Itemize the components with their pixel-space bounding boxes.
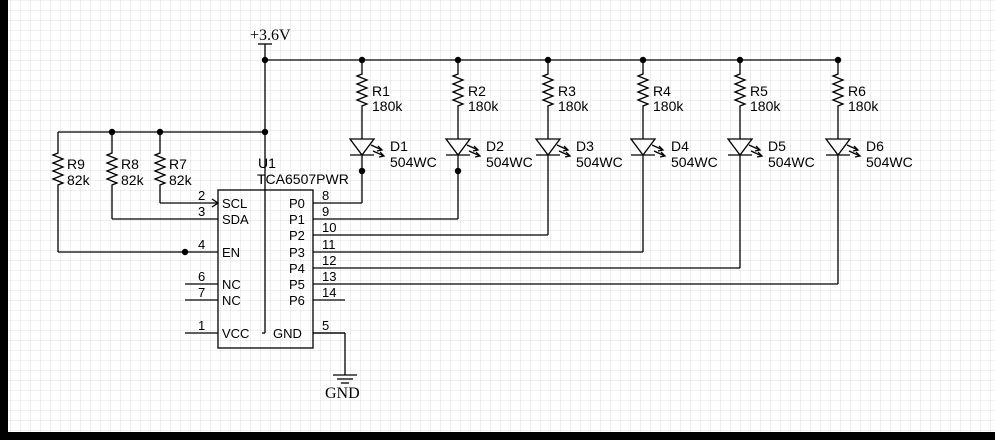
led-emission-arrows — [846, 144, 862, 158]
pullup-resistor-r8 — [105, 147, 119, 191]
led-ref: D2 — [486, 138, 504, 154]
led-emission-arrows — [370, 144, 386, 158]
led-ref: D6 — [866, 138, 884, 154]
led-resistor-r5 — [733, 68, 747, 112]
ic-pin-name: P4 — [289, 261, 305, 276]
resistor-ref: R4 — [653, 83, 671, 99]
led-junction — [454, 167, 462, 175]
ic-pin-number: 9 — [322, 204, 329, 219]
led-value: 504WC — [671, 154, 718, 170]
led-resistor-r6 — [831, 68, 845, 112]
ic-pin-name: GND — [273, 326, 302, 341]
ic-pin-name: NC — [222, 277, 241, 292]
led-d2 — [444, 138, 472, 157]
grid — [8, 0, 995, 432]
led-junction — [358, 167, 366, 175]
led-ref: D5 — [768, 138, 786, 154]
led-resistor-r2 — [451, 68, 465, 112]
led-ref: D1 — [390, 138, 408, 154]
ic-pin-name: VCC — [222, 326, 249, 341]
resistor-ref: R2 — [468, 83, 486, 99]
resistor-value: 180k — [558, 98, 589, 114]
led-emission-arrows — [556, 144, 572, 158]
led-d4 — [629, 138, 657, 157]
led-channels: R1180kD1504WCR2180kD2504WCR3180kD3504WCR… — [345, 56, 913, 285]
ic-part: TCA6507PWR — [257, 171, 349, 187]
ground-symbol — [313, 332, 357, 384]
ic-pin-name: SCL — [222, 196, 247, 211]
pullup-resistor-r7 — [153, 147, 167, 191]
pullup-ref: R9 — [67, 156, 85, 172]
ic-body — [217, 189, 314, 349]
ic-pin-number: 7 — [198, 285, 205, 300]
led-value: 504WC — [486, 154, 533, 170]
ic-pin-name: P6 — [289, 293, 305, 308]
led-emission-arrows — [748, 144, 764, 158]
en-junction — [181, 248, 189, 256]
led-ref: D4 — [671, 138, 689, 154]
led-d3 — [534, 138, 562, 157]
ic-pin-number: 5 — [322, 318, 329, 333]
resistor-value: 180k — [750, 98, 781, 114]
ic-pin-number: 12 — [322, 253, 336, 268]
scl-input-arrow — [211, 198, 220, 208]
resistor-value: 180k — [372, 98, 403, 114]
pullup-value: 82k — [169, 172, 193, 188]
pullup-ref: R7 — [169, 156, 187, 172]
pullup-ref: R8 — [121, 156, 139, 172]
resistor-ref: R5 — [750, 83, 768, 99]
ic-pin-number: 13 — [322, 269, 336, 284]
led-ref: D3 — [576, 138, 594, 154]
ic-pin-number: 3 — [198, 204, 205, 219]
ic-pin-number: 2 — [198, 188, 205, 203]
ic-pin-name: SDA — [222, 212, 249, 227]
led-d5 — [726, 138, 754, 157]
pullup-value: 82k — [67, 172, 91, 188]
led-emission-arrows — [466, 144, 482, 158]
ic-pin-name: P5 — [289, 277, 305, 292]
ic-pin-name: P0 — [289, 196, 305, 211]
led-resistor-r4 — [636, 68, 650, 112]
ic-pin-number: 1 — [198, 318, 205, 333]
ic-pin-number: 10 — [322, 220, 336, 235]
ic-pin-name: P3 — [289, 245, 305, 260]
led-value: 504WC — [390, 154, 437, 170]
led-resistor-r3 — [541, 68, 555, 112]
resistor-ref: R1 — [372, 83, 390, 99]
resistor-value: 180k — [468, 98, 499, 114]
ic-pin-number: 4 — [198, 237, 205, 252]
power-label: +3.6V — [250, 27, 291, 44]
ic-pin-name: EN — [222, 245, 240, 260]
pullup-value: 82k — [121, 172, 145, 188]
led-d1 — [348, 138, 376, 157]
resistor-value: 180k — [653, 98, 684, 114]
led-value: 504WC — [576, 154, 623, 170]
pullup-resistor-r9 — [51, 147, 65, 191]
led-emission-arrows — [651, 144, 667, 158]
ic-pin-number: 6 — [198, 269, 205, 284]
resistor-ref: R3 — [558, 83, 576, 99]
ic-pin-number: 8 — [322, 188, 329, 203]
ic-pin-name: P1 — [289, 212, 305, 227]
led-value: 504WC — [768, 154, 815, 170]
ic-pin-number: 11 — [322, 237, 336, 252]
ic-ref: U1 — [258, 155, 276, 171]
ic-pins: 2SCL3SDA4EN6NC7NC1VCC8P09P110P211P312P41… — [185, 188, 345, 341]
ic-pin-number: 14 — [322, 285, 336, 300]
led-resistor-r1 — [355, 68, 369, 112]
led-d6 — [824, 138, 852, 157]
led-value: 504WC — [866, 154, 913, 170]
ic-pin-name: P2 — [289, 228, 305, 243]
ground-label: GND — [325, 385, 360, 402]
resistor-value: 180k — [848, 98, 879, 114]
resistor-ref: R6 — [848, 83, 866, 99]
ic-pin-name: NC — [222, 293, 241, 308]
